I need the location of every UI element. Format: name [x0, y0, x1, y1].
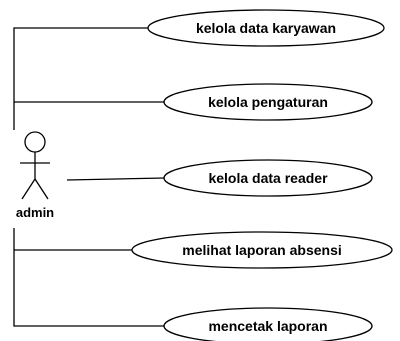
- use-case-label: kelola data karyawan: [196, 20, 336, 36]
- use-case-ellipse: [163, 83, 373, 121]
- association-kelola-data-reader: [66, 177, 166, 181]
- use-case-ellipse: [131, 231, 393, 269]
- use-case-label: melihat laporan absensi: [182, 242, 342, 258]
- use-case-kelola-data-karyawan: kelola data karyawan: [147, 9, 385, 47]
- use-case-kelola-pengaturan: kelola pengaturan: [163, 83, 373, 121]
- use-case-ellipse: [163, 159, 373, 197]
- use-case-label: mencetak laporan: [208, 318, 327, 334]
- actor-label: admin: [16, 205, 54, 220]
- use-case-ellipse: [147, 9, 385, 47]
- actor-head: [24, 131, 46, 153]
- use-case-mencetak-laporan: mencetak laporan: [163, 307, 373, 341]
- actor-right-leg: [34, 178, 49, 200]
- actor-admin: admin: [16, 131, 54, 220]
- use-case-label: kelola pengaturan: [208, 94, 328, 110]
- use-case-ellipse: [163, 307, 373, 341]
- use-case-melihat-laporan-absensi: melihat laporan absensi: [131, 231, 393, 269]
- association-mencetak-laporan: [13, 228, 165, 327]
- use-case-kelola-data-reader: kelola data reader: [163, 159, 373, 197]
- association-kelola-data-karyawan: [13, 27, 150, 130]
- actor-left-leg: [21, 178, 36, 200]
- use-case-label: kelola data reader: [208, 170, 328, 186]
- associations: [13, 27, 166, 327]
